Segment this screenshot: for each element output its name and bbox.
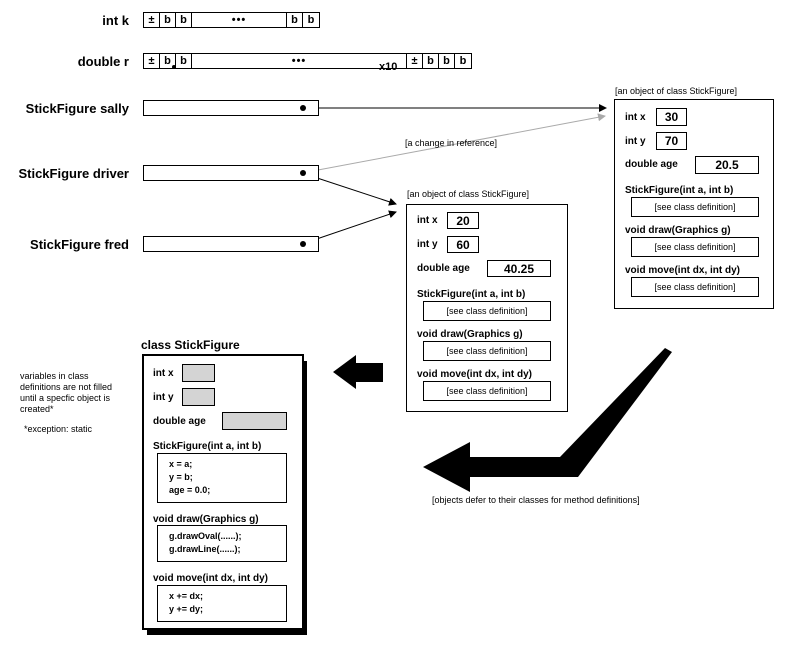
bit-cell: b xyxy=(160,13,176,27)
int-k-label: int k xyxy=(102,13,129,28)
field-label-y: int y xyxy=(153,392,174,403)
field-label-x: int x xyxy=(153,368,174,379)
bit-cell: b xyxy=(176,13,192,27)
field-label-y: int y xyxy=(625,136,646,147)
defer-note: [objects defer to their classes for meth… xyxy=(432,495,640,505)
bit-cell: b xyxy=(423,54,439,68)
field-label-x: int x xyxy=(625,112,646,123)
see-class-definition-box: [see class definition] xyxy=(631,197,759,217)
draw-method-body: g.drawOval(......); g.drawLine(......); xyxy=(157,525,287,562)
sign-bit: ± xyxy=(144,54,160,68)
old-driver-reference-arrow xyxy=(301,113,606,174)
fred-label: StickFigure fred xyxy=(30,237,129,252)
bit-cell: b xyxy=(459,55,467,67)
move-method-body: x += dx; y += dy; xyxy=(157,585,287,622)
constructor-label: StickFigure(int a, int b) xyxy=(625,185,734,196)
code-line: x += dx; xyxy=(169,591,204,601)
bit-cell: b xyxy=(160,54,176,68)
bit-cell: b xyxy=(439,54,455,68)
sally-label: StickFigure sally xyxy=(25,101,129,116)
field-value-x: 20 xyxy=(447,212,479,229)
constructor-label: StickFigure(int a, int b) xyxy=(417,289,526,300)
reference-dot xyxy=(300,170,306,176)
code-line: age = 0.0; xyxy=(169,485,211,495)
double-bit-row: ± b b ••• ± b b b xyxy=(143,53,472,69)
ellipsis-cell: ••• xyxy=(192,13,287,27)
code-line: y += dy; xyxy=(169,604,204,614)
draw-method-label: void draw(Graphics g) xyxy=(417,329,523,340)
exception-note: *exception: static xyxy=(24,424,93,434)
decimal-point-dot xyxy=(172,65,176,69)
field-value-x: 30 xyxy=(656,108,687,126)
draw-method-label: void draw(Graphics g) xyxy=(625,225,731,236)
see-class-definition-box: [see class definition] xyxy=(631,277,759,297)
field-value-y: 60 xyxy=(447,236,479,253)
empty-field-y xyxy=(182,388,215,406)
bit-cell: b xyxy=(176,54,192,68)
bit-cell: b xyxy=(287,13,303,27)
see-class-definition-box: [see class definition] xyxy=(423,381,551,401)
field-label-age: double age xyxy=(625,159,678,170)
sally-variable-box xyxy=(143,100,319,116)
change-in-reference-note: [a change in reference] xyxy=(405,138,498,148)
left-block-arrow-icon xyxy=(333,355,383,389)
constructor-label: StickFigure(int a, int b) xyxy=(153,441,262,452)
class-variables-note: variables in class definitions are not f… xyxy=(20,371,113,414)
field-label-age: double age xyxy=(417,263,470,274)
driver-variable-box xyxy=(143,165,319,181)
empty-field-age xyxy=(222,412,287,430)
see-class-definition-box: [see class definition] xyxy=(423,341,551,361)
sign-bit: ± xyxy=(144,13,160,27)
see-class-definition-box: [see class definition] xyxy=(423,301,551,321)
bit-cell: b xyxy=(307,14,315,26)
draw-method-label: void draw(Graphics g) xyxy=(153,514,259,525)
object-right-caption: [an object of class StickFigure] xyxy=(615,86,738,96)
class-definition-title: class StickFigure xyxy=(141,338,240,352)
move-method-label: void move(int dx, int dy) xyxy=(417,369,533,380)
field-label-age: double age xyxy=(153,416,206,427)
constructor-body: x = a; y = b; age = 0.0; xyxy=(157,453,287,503)
curved-block-arrow-icon xyxy=(423,348,672,492)
exponent-sign-bit: ± xyxy=(407,54,423,68)
code-line: x = a; xyxy=(169,459,193,469)
field-label-y: int y xyxy=(417,239,438,250)
see-class-definition-box: [see class definition] xyxy=(631,237,759,257)
ellipsis-cell: ••• xyxy=(192,54,407,68)
reference-dot xyxy=(300,105,306,111)
field-value-age: 40.25 xyxy=(487,260,551,277)
reference-dot xyxy=(300,241,306,247)
move-method-label: void move(int dx, int dy) xyxy=(625,265,741,276)
int-bit-row: ± b b ••• b b xyxy=(143,12,320,28)
code-line: g.drawLine(......); xyxy=(169,544,241,554)
object-right: int x 30 int y 70 double age 20.5 StickF… xyxy=(614,99,774,309)
code-line: g.drawOval(......); xyxy=(169,531,242,541)
field-value-age: 20.5 xyxy=(695,156,759,174)
field-value-y: 70 xyxy=(656,132,687,150)
empty-field-x xyxy=(182,364,215,382)
fred-variable-box xyxy=(143,236,319,252)
driver-label: StickFigure driver xyxy=(18,166,129,181)
field-label-x: int x xyxy=(417,215,438,226)
code-line: y = b; xyxy=(169,472,193,482)
move-method-label: void move(int dx, int dy) xyxy=(153,573,269,584)
exponent-marker: x10 xyxy=(379,61,398,73)
object-middle: int x 20 int y 60 double age 40.25 Stick… xyxy=(406,204,568,412)
object-middle-caption: [an object of class StickFigure] xyxy=(407,189,530,199)
double-r-label: double r xyxy=(77,54,129,69)
class-definition: int x int y double age StickFigure(int a… xyxy=(142,354,304,630)
